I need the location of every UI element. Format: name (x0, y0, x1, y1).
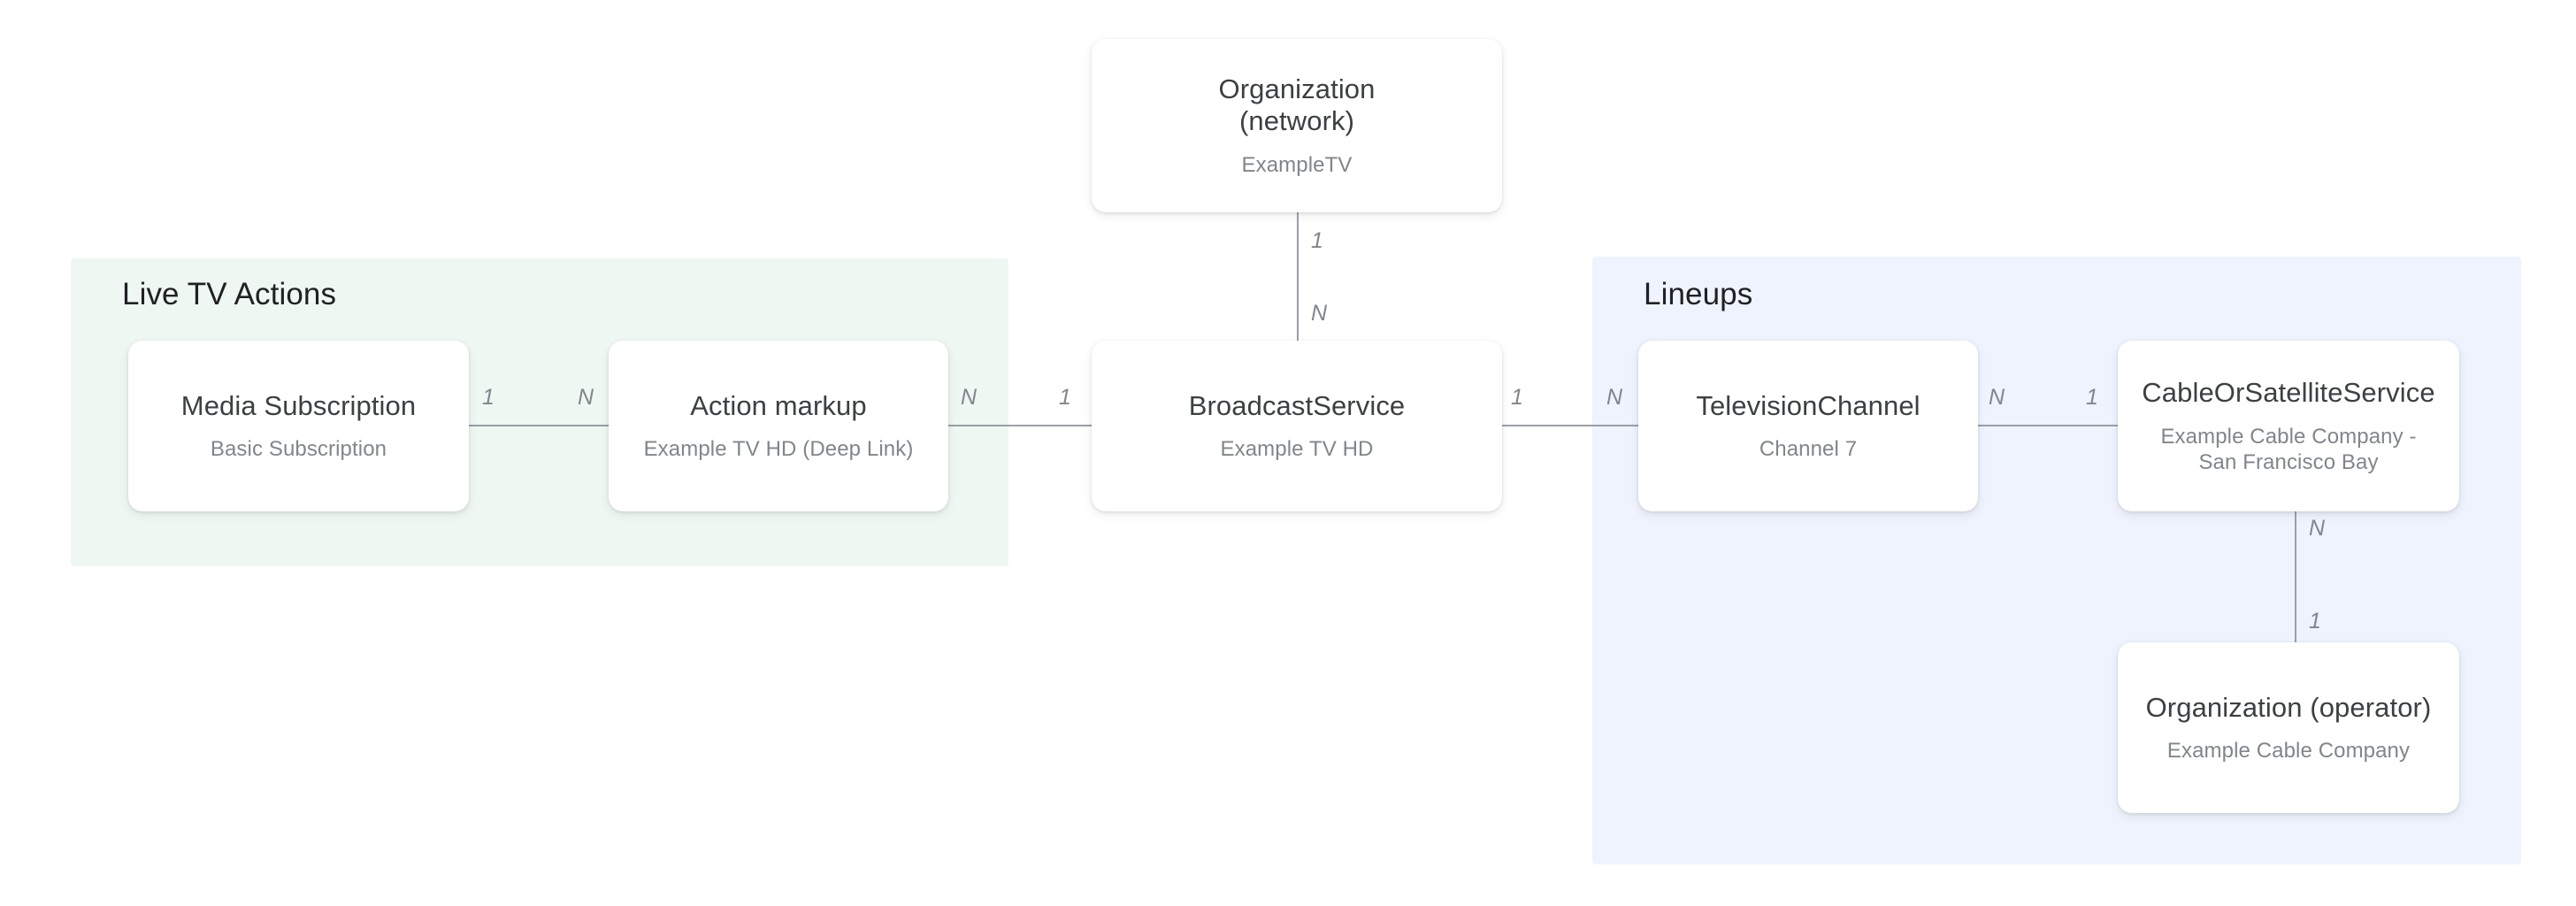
cardinality-organization-network-bottom: 1 (1311, 228, 1324, 253)
cardinality-cable-or-satellite-service-left: 1 (2086, 385, 2099, 410)
cardinality-television-channel-right: N (1989, 385, 2005, 410)
cardinality-action-markup-left: N (578, 385, 594, 410)
cardinality-organization-operator-top: 1 (2309, 609, 2322, 633)
cardinality-media-subscription-right: 1 (482, 385, 495, 410)
node-media-subscription[interactable]: Media Subscription Basic Subscription (128, 341, 469, 511)
node-title: TelevisionChannel (1696, 389, 1920, 421)
node-subtitle: Example TV HD (Deep Link) (643, 437, 914, 462)
node-subtitle: ExampleTV (1241, 152, 1353, 177)
node-broadcast-service[interactable]: BroadcastService Example TV HD (1092, 341, 1502, 511)
node-action-markup[interactable]: Action markup Example TV HD (Deep Link) (609, 341, 948, 511)
connector-organization-network-to-broadcast-service (1297, 212, 1299, 342)
node-title: Action markup (690, 389, 867, 421)
node-organization-network[interactable]: Organization (network) ExampleTV (1092, 39, 1502, 212)
node-subtitle: Example Cable Company (2166, 739, 2411, 764)
node-subtitle: Example TV HD (1220, 437, 1374, 462)
node-title: CableOrSatelliteService (2142, 376, 2435, 408)
cardinality-broadcast-service-top: N (1311, 301, 1328, 326)
connector-action-markup-to-broadcast-service (947, 425, 1092, 426)
connector-media-subscription-to-action-markup (467, 425, 609, 426)
node-title: Organization (network) (1218, 73, 1376, 137)
node-subtitle: Channel 7 (1759, 437, 1858, 462)
node-cable-or-satellite-service[interactable]: CableOrSatelliteService Example Cable Co… (2118, 341, 2459, 511)
cardinality-action-markup-right: N (961, 385, 978, 410)
node-title: Media Subscription (180, 389, 417, 421)
node-organization-operator[interactable]: Organization (operator) Example Cable Co… (2118, 642, 2459, 813)
node-title: Organization (operator) (2145, 691, 2432, 723)
node-television-channel[interactable]: TelevisionChannel Channel 7 (1638, 341, 1978, 511)
connector-cable-or-satellite-service-to-organization-operator (2295, 511, 2296, 642)
group-title-lineups: Lineups (1644, 277, 1753, 311)
node-subtitle: Example Cable Company - San Francisco Ba… (2160, 424, 2417, 474)
connector-television-channel-to-cable-or-satellite-service (1974, 425, 2118, 426)
cardinality-broadcast-service-right: 1 (1511, 385, 1524, 410)
cardinality-broadcast-service-left: 1 (1059, 385, 1072, 410)
node-subtitle: Basic Subscription (210, 437, 387, 462)
group-title-live-tv-actions: Live TV Actions (122, 277, 337, 311)
cardinality-television-channel-left: N (1606, 385, 1623, 410)
node-title: BroadcastService (1188, 389, 1406, 421)
connector-broadcast-service-to-television-channel (1497, 425, 1638, 426)
cardinality-cable-or-satellite-service-bottom: N (2309, 516, 2326, 541)
